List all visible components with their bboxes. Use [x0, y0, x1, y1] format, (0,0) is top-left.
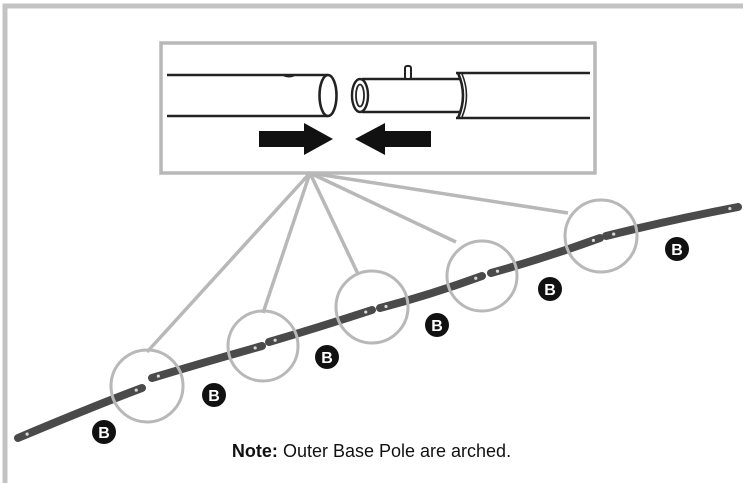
pin-hole: [25, 432, 29, 436]
pin-hole: [253, 346, 257, 350]
pin-hole: [273, 338, 277, 342]
joint-circle: [226, 309, 300, 383]
joint-circles: [109, 198, 639, 424]
joint-circle: [445, 239, 519, 313]
svg-text:B: B: [671, 242, 683, 259]
joint-circle: [109, 348, 185, 424]
pole-segment: [602, 203, 742, 240]
pin-hole: [156, 374, 160, 378]
detail-inset: [159, 41, 597, 175]
joint-circle: [563, 198, 639, 274]
pole-segment: [487, 234, 604, 277]
svg-text:B: B: [544, 282, 556, 299]
pole-segment: [14, 384, 146, 442]
svg-text:B: B: [321, 350, 333, 367]
part-b-badge: B: [538, 277, 562, 301]
note-label: Note:: [231, 441, 278, 461]
svg-text:B: B: [431, 318, 443, 335]
part-b-badge: B: [202, 383, 226, 407]
part-badges: B B B B B B: [92, 237, 689, 444]
left-tube: [167, 73, 338, 118]
pin-hole: [728, 206, 732, 211]
pole-segment: [148, 342, 266, 382]
pin-hole: [612, 232, 616, 236]
part-b-badge: B: [665, 237, 689, 261]
part-b-badge: B: [92, 420, 116, 444]
pole-segment: [265, 306, 376, 346]
pin-hole: [384, 304, 388, 309]
svg-text:B: B: [98, 425, 110, 442]
insert-arrows-icon: [259, 123, 431, 155]
joint-circle: [334, 269, 410, 345]
right-tube: [350, 65, 590, 120]
assembly-note: Note: Outer Base Pole are arched.: [0, 441, 743, 462]
pin-hole: [474, 276, 478, 280]
diagram-frame: [2, 3, 743, 483]
outer-base-pole: [14, 203, 742, 442]
pin-hole: [134, 388, 138, 392]
pole-segment: [376, 272, 486, 312]
part-b-badge: B: [315, 345, 339, 369]
callout-lines: [145, 171, 569, 354]
note-text: Outer Base Pole are arched.: [282, 441, 512, 461]
pin-hole: [495, 269, 500, 273]
pin-hole: [591, 238, 596, 242]
pin-hole: [364, 310, 368, 314]
svg-text:B: B: [208, 388, 220, 405]
part-b-badge: B: [425, 313, 449, 337]
